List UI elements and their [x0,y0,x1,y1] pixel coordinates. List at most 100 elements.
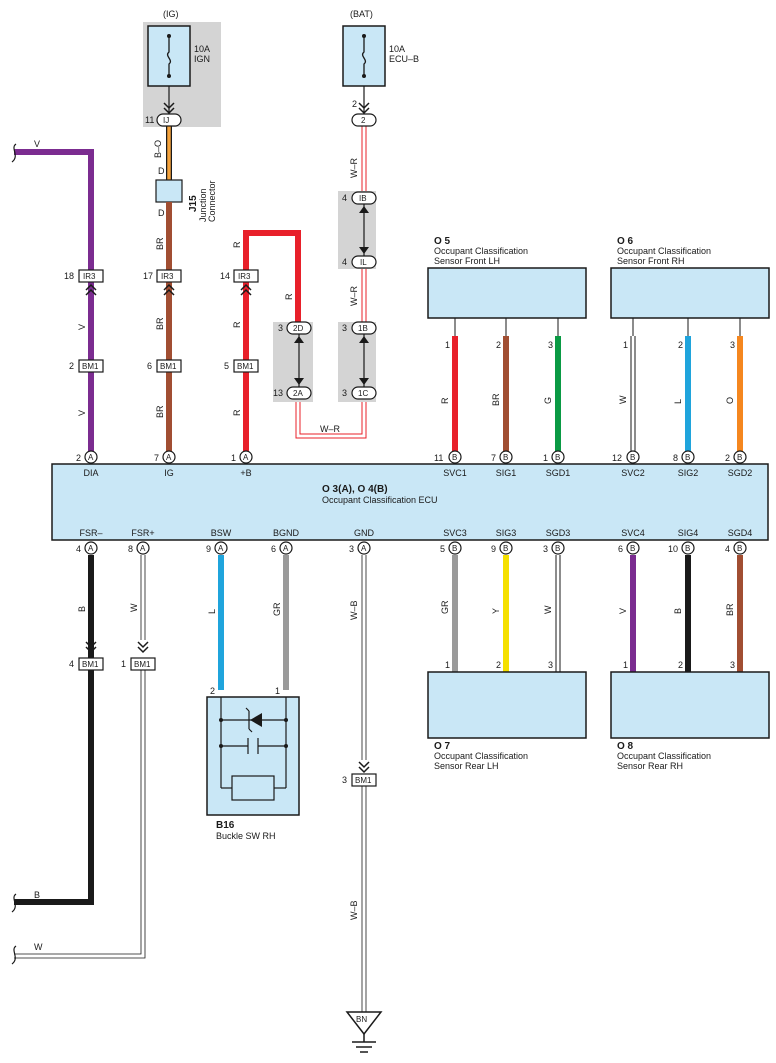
j15-name1: Junction [198,188,208,222]
ecu-id: O 3(A), O 4(B) [322,484,388,495]
pin-svc2-conn: B [630,453,635,462]
pin-sgd4-num: 4 [725,544,730,554]
sensor-o7-box [427,671,587,739]
pin-bplus-num: 1 [231,453,236,463]
wire-label-o6-o: O [725,397,735,404]
pin-svc1-conn: B [452,453,457,462]
svg-text:2: 2 [69,361,74,371]
svg-text:2D: 2D [293,324,303,333]
ig-fuse-amp: 10A [194,44,210,54]
pin-label-svc4: SVC4 [621,528,645,538]
svg-text:3: 3 [342,323,347,333]
wire-label-br-1: BR [155,237,165,250]
pin-fsrp-conn: A [140,544,146,553]
pin-sgd3-conn: B [555,544,560,553]
svg-text:IJ: IJ [163,116,169,125]
ecu-box [51,463,769,541]
pin-svc3-conn: B [452,544,457,553]
pin-svc4-conn: B [630,544,635,553]
pin-label-svc3: SVC3 [443,528,467,538]
pin-sgd4-conn: B [737,544,742,553]
pin-sgd3-num: 3 [543,544,548,554]
pin-svc3-num: 5 [440,544,445,554]
wire-w-fsr-plus [14,555,146,959]
svg-text:IL: IL [360,258,367,267]
connector-2a: 2A 13 [273,386,312,400]
wire-label-d-bottom: D [158,208,165,218]
pin-svc4-num: 6 [618,544,623,554]
wire-label-r-2: R [284,293,294,300]
wire-label-w-b-1: W–B [349,600,359,620]
wire-label-w-fsr: W [129,603,139,612]
ig-source-label: (IG) [163,9,179,19]
pin-svc1-num: 11 [434,453,443,463]
sensor-o6-box [610,267,770,319]
svg-text:4: 4 [69,659,74,669]
bat-fuse-icon [361,36,367,76]
wire-label-br-3: BR [155,405,165,418]
svg-text:2A: 2A [293,389,303,398]
pin-label-sig3: SIG3 [496,528,517,538]
pin-label-dia: DIA [83,468,98,478]
svg-text:BM1: BM1 [237,362,254,371]
pin-svc2-num: 12 [612,453,622,463]
buckle-id: B16 [216,820,235,831]
wire-label-v-top: V [34,139,40,149]
pin-sig4-num: 10 [668,544,678,554]
connector-bm1-b-plus: BM1 5 [224,359,259,373]
wire-label-gr-bgnd: GR [272,602,282,616]
bat-source-label: (BAT) [350,9,373,19]
svg-text:BM1: BM1 [82,660,99,669]
wire-label-o8-br: BR [725,603,735,616]
wire-b-fsr-minus-lower [14,670,94,905]
wire-label-o8-b: B [673,608,683,614]
ground-triangle [345,1011,383,1036]
wire-label-o6-w: W [618,395,628,404]
pin-sig1-conn: B [503,453,508,462]
j15-id: J15 [188,195,199,212]
wire-label-b-o: B–O [153,140,163,158]
connector-1c: 1C 3 [342,386,377,400]
o8-pin-3: 3 [730,660,735,670]
wire-label-r-4: R [232,409,242,416]
pin-bsw-num: 9 [206,544,211,554]
pin-gnd-num: 3 [349,544,354,554]
wire-label-o7-y: Y [491,608,501,614]
svg-text:13: 13 [273,388,283,398]
wire-v-dia-upper [14,149,94,270]
svg-text:IB: IB [359,194,367,203]
pin-fsrm-conn: A [88,544,94,553]
pin-sig3-conn: B [503,544,508,553]
svg-text:18: 18 [64,271,74,281]
pin-sgd2-num: 2 [725,453,730,463]
svg-text:BM1: BM1 [82,362,99,371]
sensor-o5-box [427,267,587,319]
wire-label-o5-r: R [440,397,450,404]
sensor-o8-id: O 8 [617,741,634,752]
wire-label-w-b-2: W–B [349,900,359,920]
pin-label-fsr-minus: FSR– [79,528,102,538]
wire-w-b-gnd [361,555,367,1012]
connector-ir3-dia: IR3 18 [64,269,104,283]
svg-text:IR3: IR3 [83,272,96,281]
svg-text:IR3: IR3 [238,272,251,281]
o5-pin-1: 1 [445,340,450,350]
pin-bgnd-conn: A [283,544,289,553]
ground-label: BN [356,1015,367,1024]
svg-text:BM1: BM1 [355,776,372,785]
pin-label-ig: IG [164,468,174,478]
svg-text:3: 3 [342,388,347,398]
pin-label-gnd: GND [354,528,375,538]
wire-label-b-bottom: B [34,890,40,900]
ecu-bottom-pins [84,541,747,555]
svg-text:1C: 1C [358,389,368,398]
buckle-name: Buckle SW RH [216,831,276,841]
wire-label-v-1: V [77,324,87,330]
pin-fsrp-num: 8 [128,544,133,554]
pin-bplus-conn: A [243,453,249,462]
svg-text:3: 3 [342,775,347,785]
pin-fsrm-num: 4 [76,544,81,554]
pin-ig-conn: A [166,453,172,462]
o6-pin-3: 3 [730,340,735,350]
